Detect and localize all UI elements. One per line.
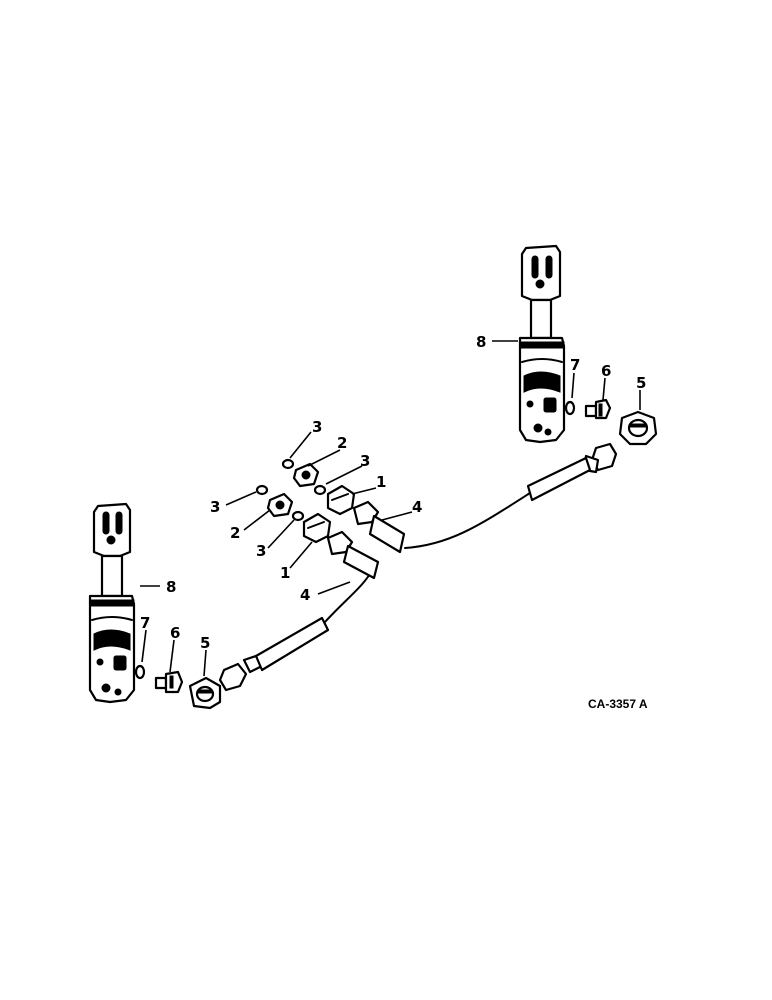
lower-hose-end bbox=[326, 530, 380, 580]
upper-seal-ring-b bbox=[313, 484, 327, 496]
figure-code: CA-3357 A bbox=[588, 697, 648, 711]
lower-connector-a bbox=[266, 492, 294, 518]
callout-4-bottom: 4 bbox=[300, 586, 310, 604]
left-elbow-fitting bbox=[188, 676, 222, 710]
right-seal-ring bbox=[564, 400, 576, 416]
callout-3-middle: 3 bbox=[360, 452, 370, 470]
callout-1-top: 1 bbox=[376, 473, 386, 491]
right-hydraulic-cylinder bbox=[518, 244, 566, 444]
upper-nut bbox=[326, 484, 356, 516]
callout-6-right: 6 bbox=[601, 362, 611, 380]
lower-seal-ring-a bbox=[255, 484, 269, 496]
callout-8-left: 8 bbox=[166, 578, 176, 596]
left-adapter-fitting bbox=[154, 670, 184, 694]
upper-connector-a bbox=[292, 462, 320, 488]
callout-7-right: 7 bbox=[570, 356, 580, 374]
callout-5-right: 5 bbox=[636, 374, 646, 392]
callout-8-right: 8 bbox=[476, 333, 486, 351]
lower-nut bbox=[302, 512, 332, 544]
upper-seal-ring-a bbox=[281, 458, 295, 470]
left-hose-assembly bbox=[218, 569, 373, 692]
left-hydraulic-cylinder bbox=[88, 502, 136, 704]
right-adapter-fitting bbox=[584, 398, 612, 420]
left-seal-ring bbox=[134, 664, 146, 680]
callout-5-left: 5 bbox=[200, 634, 210, 652]
callout-4-top: 4 bbox=[412, 498, 422, 516]
right-elbow-fitting bbox=[618, 410, 658, 446]
callout-2-top: 2 bbox=[337, 434, 347, 452]
leader-lines bbox=[140, 340, 641, 677]
callout-6-left: 6 bbox=[170, 624, 180, 642]
callout-1-bottom: 1 bbox=[280, 564, 290, 582]
callout-3-left: 3 bbox=[210, 498, 220, 516]
callout-7-left: 7 bbox=[140, 614, 150, 632]
callout-labels: 8 7 6 5 3 2 3 1 4 3 2 3 1 4 8 7 6 5 bbox=[140, 333, 646, 652]
callout-3-top: 3 bbox=[312, 418, 322, 436]
upper-hose-end bbox=[352, 500, 406, 554]
lower-seal-ring-b bbox=[291, 510, 305, 522]
callout-2-bottom: 2 bbox=[230, 524, 240, 542]
right-hose-assembly bbox=[404, 442, 618, 549]
callout-3-bottom: 3 bbox=[256, 542, 266, 560]
